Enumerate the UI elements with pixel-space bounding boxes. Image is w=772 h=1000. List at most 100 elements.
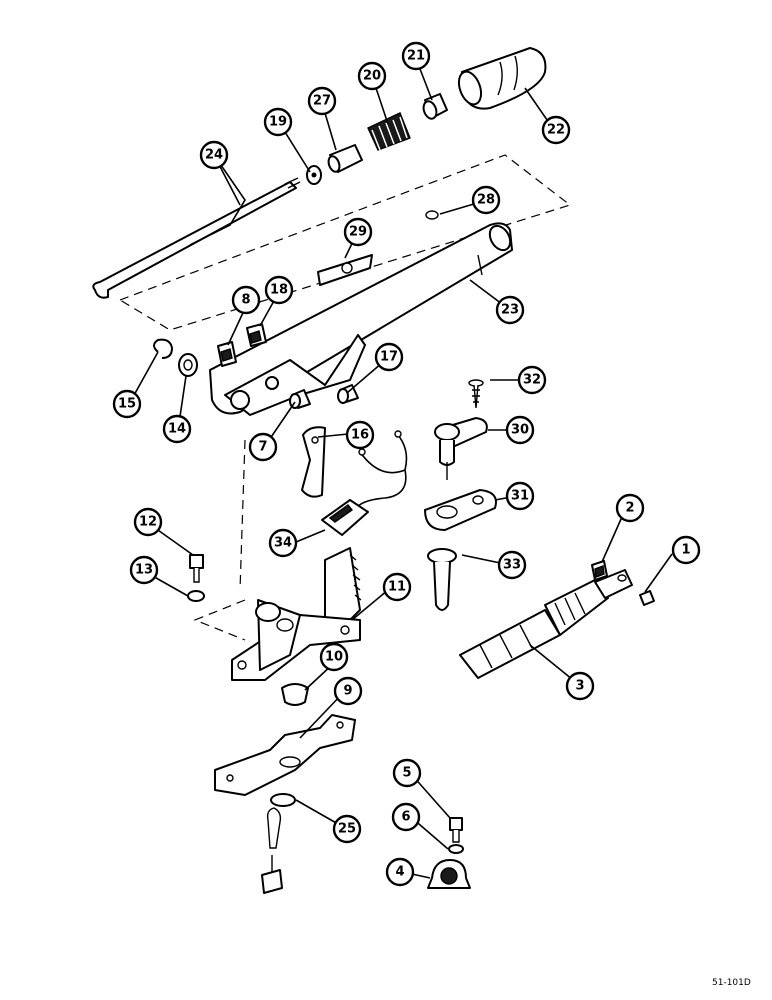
svg-text:8: 8 xyxy=(241,293,250,308)
callout-30: 30 xyxy=(505,415,535,445)
svg-text:7: 7 xyxy=(258,440,267,455)
part-cable xyxy=(261,569,663,960)
part-bolt-5 xyxy=(449,817,463,843)
part-clip-2 xyxy=(591,560,608,581)
part-switch xyxy=(434,417,488,480)
svg-text:2: 2 xyxy=(625,501,634,516)
part-switch-wire xyxy=(321,430,408,536)
callout-20: 20 xyxy=(357,61,387,91)
part-pin-1 xyxy=(639,590,655,606)
part-pawl xyxy=(301,426,326,498)
svg-text:11: 11 xyxy=(388,580,406,595)
svg-text:15: 15 xyxy=(118,397,136,412)
part-washer-25 xyxy=(270,793,296,807)
callout-29: 29 xyxy=(343,217,373,247)
callout-19: 19 xyxy=(263,107,293,137)
part-rod xyxy=(92,177,301,299)
svg-text:20: 20 xyxy=(363,69,381,84)
svg-text:6: 6 xyxy=(401,810,410,825)
svg-text:1: 1 xyxy=(681,543,690,558)
part-washer-6 xyxy=(448,844,464,854)
callout-10: 10 xyxy=(319,642,349,672)
callout-4: 4 xyxy=(385,857,415,887)
callout-28: 28 xyxy=(471,185,501,215)
assembly-dashed-line-lower xyxy=(193,439,246,641)
document-code: 51-101D xyxy=(712,978,751,988)
svg-text:24: 24 xyxy=(205,148,223,163)
assembly-dashed-outline xyxy=(118,154,572,331)
svg-text:14: 14 xyxy=(168,422,186,437)
part-spring xyxy=(367,112,411,151)
callout-6: 6 xyxy=(391,802,421,832)
callout-23: 23 xyxy=(495,295,525,325)
svg-text:34: 34 xyxy=(274,536,292,551)
callout-8: 8 xyxy=(231,285,261,315)
callout-34: 34 xyxy=(268,528,298,558)
callout-18: 18 xyxy=(264,275,294,305)
svg-text:25: 25 xyxy=(338,822,356,837)
part-bracket-9 xyxy=(214,714,356,796)
svg-text:27: 27 xyxy=(313,94,331,109)
part-clip-18 xyxy=(246,323,267,347)
part-plate xyxy=(317,254,373,286)
svg-text:33: 33 xyxy=(503,558,521,573)
svg-text:28: 28 xyxy=(477,193,495,208)
callout-15: 15 xyxy=(112,389,142,419)
callout-31: 31 xyxy=(505,481,535,511)
svg-text:13: 13 xyxy=(135,563,153,578)
part-ferrule xyxy=(422,93,448,120)
callout-16: 16 xyxy=(345,420,375,450)
svg-text:16: 16 xyxy=(351,428,369,443)
svg-text:5: 5 xyxy=(402,766,411,781)
svg-text:31: 31 xyxy=(511,489,529,504)
part-clip-8 xyxy=(217,341,237,367)
callout-17: 17 xyxy=(374,342,404,372)
part-plunger xyxy=(427,548,457,611)
part-grip xyxy=(457,47,547,110)
callout-12: 12 xyxy=(133,507,163,537)
part-circlip xyxy=(153,338,173,359)
part-spacer-plate xyxy=(424,489,497,531)
callout-21: 21 xyxy=(401,41,431,71)
part-sleeve xyxy=(327,144,363,173)
svg-text:17: 17 xyxy=(380,350,398,365)
part-clamp xyxy=(427,859,471,889)
callout-32: 32 xyxy=(517,365,547,395)
part-washer-14 xyxy=(178,353,198,377)
part-screw xyxy=(468,379,484,409)
svg-text:32: 32 xyxy=(523,373,541,388)
callout-11: 11 xyxy=(382,572,412,602)
svg-text:23: 23 xyxy=(501,303,519,318)
svg-text:9: 9 xyxy=(343,684,352,699)
svg-text:30: 30 xyxy=(511,423,529,438)
callout-13: 13 xyxy=(129,555,159,585)
callout-7: 7 xyxy=(248,432,278,462)
part-grommet xyxy=(281,683,309,706)
callout-25: 25 xyxy=(332,814,362,844)
svg-text:4: 4 xyxy=(395,865,404,880)
callout-9: 9 xyxy=(333,676,363,706)
part-pin-17 xyxy=(337,384,359,404)
svg-text:19: 19 xyxy=(269,115,287,130)
callout-27: 27 xyxy=(307,86,337,116)
svg-text:3: 3 xyxy=(575,679,584,694)
callout-5: 5 xyxy=(392,758,422,788)
part-ratchet-bracket xyxy=(231,547,362,681)
part-bolt-12 xyxy=(189,554,204,583)
callout-24: 24 xyxy=(199,140,229,170)
callout-33: 33 xyxy=(497,550,527,580)
part-washer-13 xyxy=(187,590,205,602)
part-lever xyxy=(209,222,513,416)
svg-text:22: 22 xyxy=(547,123,565,138)
callout-22: 22 xyxy=(541,115,571,145)
callout-2: 2 xyxy=(615,493,645,523)
svg-text:21: 21 xyxy=(407,49,425,64)
part-washer-19 xyxy=(306,165,322,185)
part-washer-28 xyxy=(425,210,439,220)
callout-1: 1 xyxy=(671,535,701,565)
callout-3: 3 xyxy=(565,671,595,701)
callout-14: 14 xyxy=(162,414,192,444)
svg-text:18: 18 xyxy=(270,283,288,298)
svg-text:12: 12 xyxy=(139,515,157,530)
